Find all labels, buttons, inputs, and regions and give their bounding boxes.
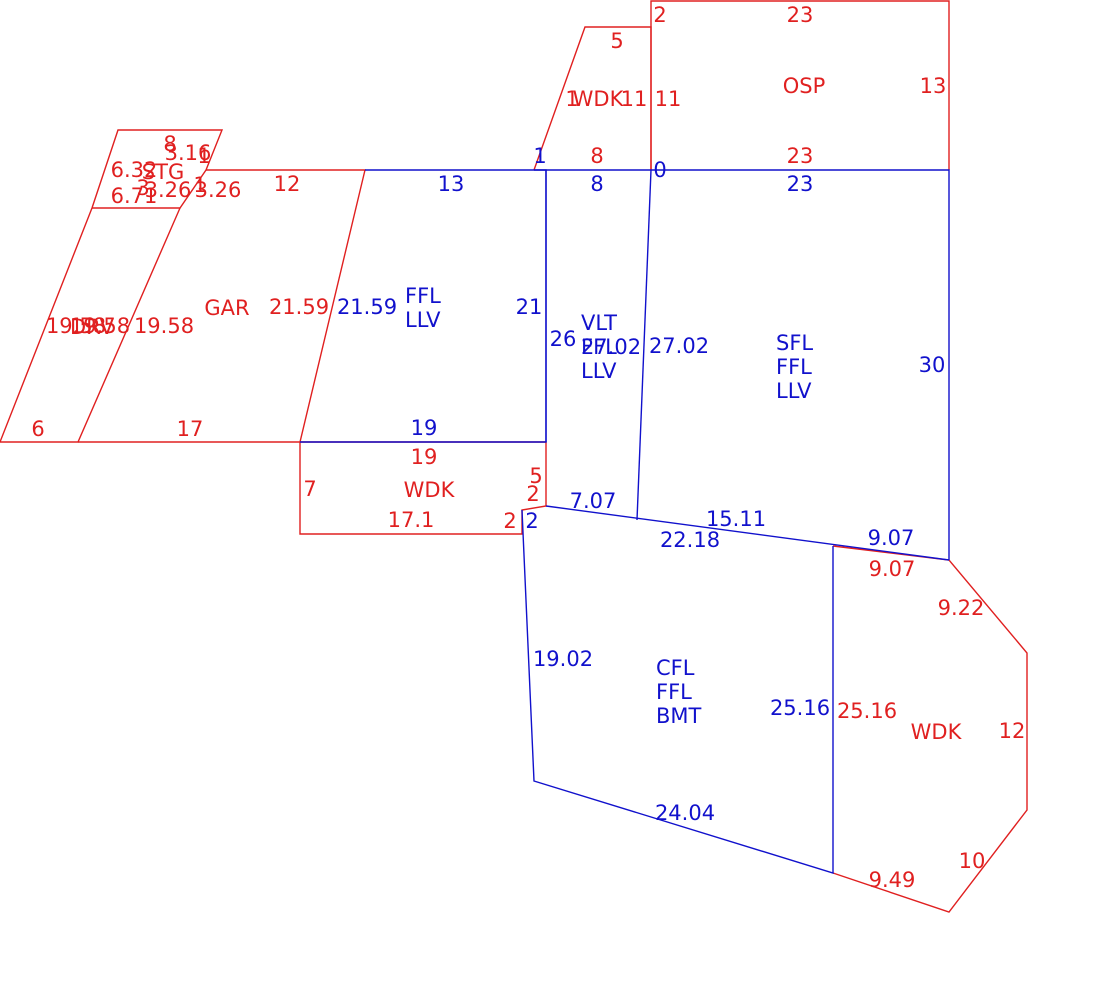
sfl-dim-left: 27.02	[649, 334, 709, 358]
osp-dim-corner: 2	[653, 3, 666, 27]
stg-area-code: STG	[142, 160, 184, 184]
ffl-west-code-1: FFL	[405, 284, 441, 308]
wdk-se-area-code: WDK	[911, 720, 963, 744]
living-south-wall	[545, 505, 950, 561]
wdk-top-dim-left: 1	[565, 87, 578, 111]
cfl-dim-left: 19.02	[533, 647, 593, 671]
cfl-code-2: FFL	[656, 680, 692, 704]
second-floor-divider	[636, 169, 652, 521]
gar-dim-right: 21.59	[269, 295, 329, 319]
sfl-dim-bottom-right: 9.07	[868, 526, 915, 550]
stg-dim-jog: 1	[197, 144, 210, 168]
cfl-dim-bottom: 24.04	[655, 801, 715, 825]
drv-area-code: DRV	[70, 315, 115, 339]
vlt-dim-jog: 1	[533, 144, 546, 168]
driveway-outline	[0, 207, 181, 443]
storage-outline	[91, 129, 224, 209]
wdk-se-dim-top-right: 9.22	[938, 596, 985, 620]
wdk-top-dim-inner: 11	[621, 87, 648, 111]
wdk-mid-dim-top: 19	[411, 445, 438, 469]
sfl-dim-right: 30	[919, 353, 946, 377]
sfl-code-3: LLV	[776, 379, 812, 403]
ffl-west-dim-bottom: 19	[411, 416, 438, 440]
wdk-top-dim-bottom: 8	[590, 144, 603, 168]
ffl-west-dim-top: 13	[438, 172, 465, 196]
ffl-west-dim-left: 21.59	[337, 295, 397, 319]
cfl-dim-top: 22.18	[660, 528, 720, 552]
sfl-dim-corner: 0	[653, 158, 666, 182]
cfl-code-3: BMT	[656, 704, 702, 728]
drv-dim-right: 19.58	[70, 314, 130, 338]
sfl-dim-top: 23	[787, 172, 814, 196]
wdk-mid-dim-left: 7	[303, 477, 316, 501]
vlt-dim-bottom: 7.07	[570, 489, 617, 513]
wdk-top-dim-top: 5	[610, 29, 623, 53]
living-north-wall	[534, 169, 950, 560]
vlt-dim-right: 27.02	[581, 335, 641, 359]
stg-dim-top: 8	[163, 132, 176, 156]
wdk-mid-dim-jog: 2	[503, 509, 516, 533]
gar-dim-bottom: 17	[177, 417, 204, 441]
osp-dim-bottom: 23	[787, 144, 814, 168]
drv-dim-left: 19.58	[46, 314, 106, 338]
drv-dim-bottom: 6	[31, 417, 44, 441]
cfl-code-1: CFL	[656, 656, 695, 680]
wdk-mid-dim-right: 5	[529, 464, 542, 488]
stg-dim-left: 6.32	[111, 158, 158, 182]
stg-dim-right-jog: 1	[193, 173, 206, 197]
wdk-top-area-code: WDK	[573, 87, 625, 111]
osp-dim-top: 23	[787, 3, 814, 27]
wdk-mid-dim-bottom: 17.1	[388, 508, 435, 532]
wdk-se-dim-bottom-right: 10	[959, 849, 986, 873]
wdk-mid-dim-right-jog: 2	[526, 482, 539, 506]
wdk-se-dim-right: 12	[999, 719, 1026, 743]
gar-dim-top: 12	[274, 172, 301, 196]
gar-area-code: GAR	[204, 296, 249, 320]
garage-outline	[78, 169, 366, 443]
stg-dim-inner: 3	[136, 176, 149, 200]
wdk-se-dim-top: 9.07	[869, 557, 916, 581]
ffl-west-code-2: LLV	[405, 308, 441, 332]
vlt-dim-left: 26	[550, 327, 577, 351]
sfl-code-1: SFL	[776, 331, 813, 355]
vlt-code-2: FFL	[581, 335, 617, 359]
cfl-dim-right: 25.16	[770, 696, 830, 720]
vlt-code-1: VLT	[581, 311, 617, 335]
stg-dim-bottom: 6.71	[111, 184, 158, 208]
stg-dim-mid: 3.26	[145, 178, 192, 202]
wdk-se-dim-left: 25.16	[837, 699, 897, 723]
osp-area-code: OSP	[783, 74, 826, 98]
vlt-dim-corner: 2	[525, 509, 538, 533]
vlt-dim-top: 8	[590, 172, 603, 196]
wdk-top-dim-right: 11	[655, 87, 682, 111]
gar-dim-left: 19.58	[134, 314, 194, 338]
osp-dim-right: 13	[920, 74, 947, 98]
wdk-mid-area-code: WDK	[404, 478, 456, 502]
stg-dim-top-right: 3.16	[165, 141, 212, 165]
wdk-se-dim-bottom: 9.49	[869, 868, 916, 892]
sfl-code-2: FFL	[776, 355, 812, 379]
lower-level-outline	[521, 509, 834, 874]
ffl-west-dim-right: 21	[516, 295, 543, 319]
vlt-code-3: LLV	[581, 359, 617, 383]
stg-dim-right: 3.26	[195, 178, 242, 202]
sfl-dim-bottom: 15.11	[706, 507, 766, 531]
open-porch-outline	[650, 0, 950, 170]
